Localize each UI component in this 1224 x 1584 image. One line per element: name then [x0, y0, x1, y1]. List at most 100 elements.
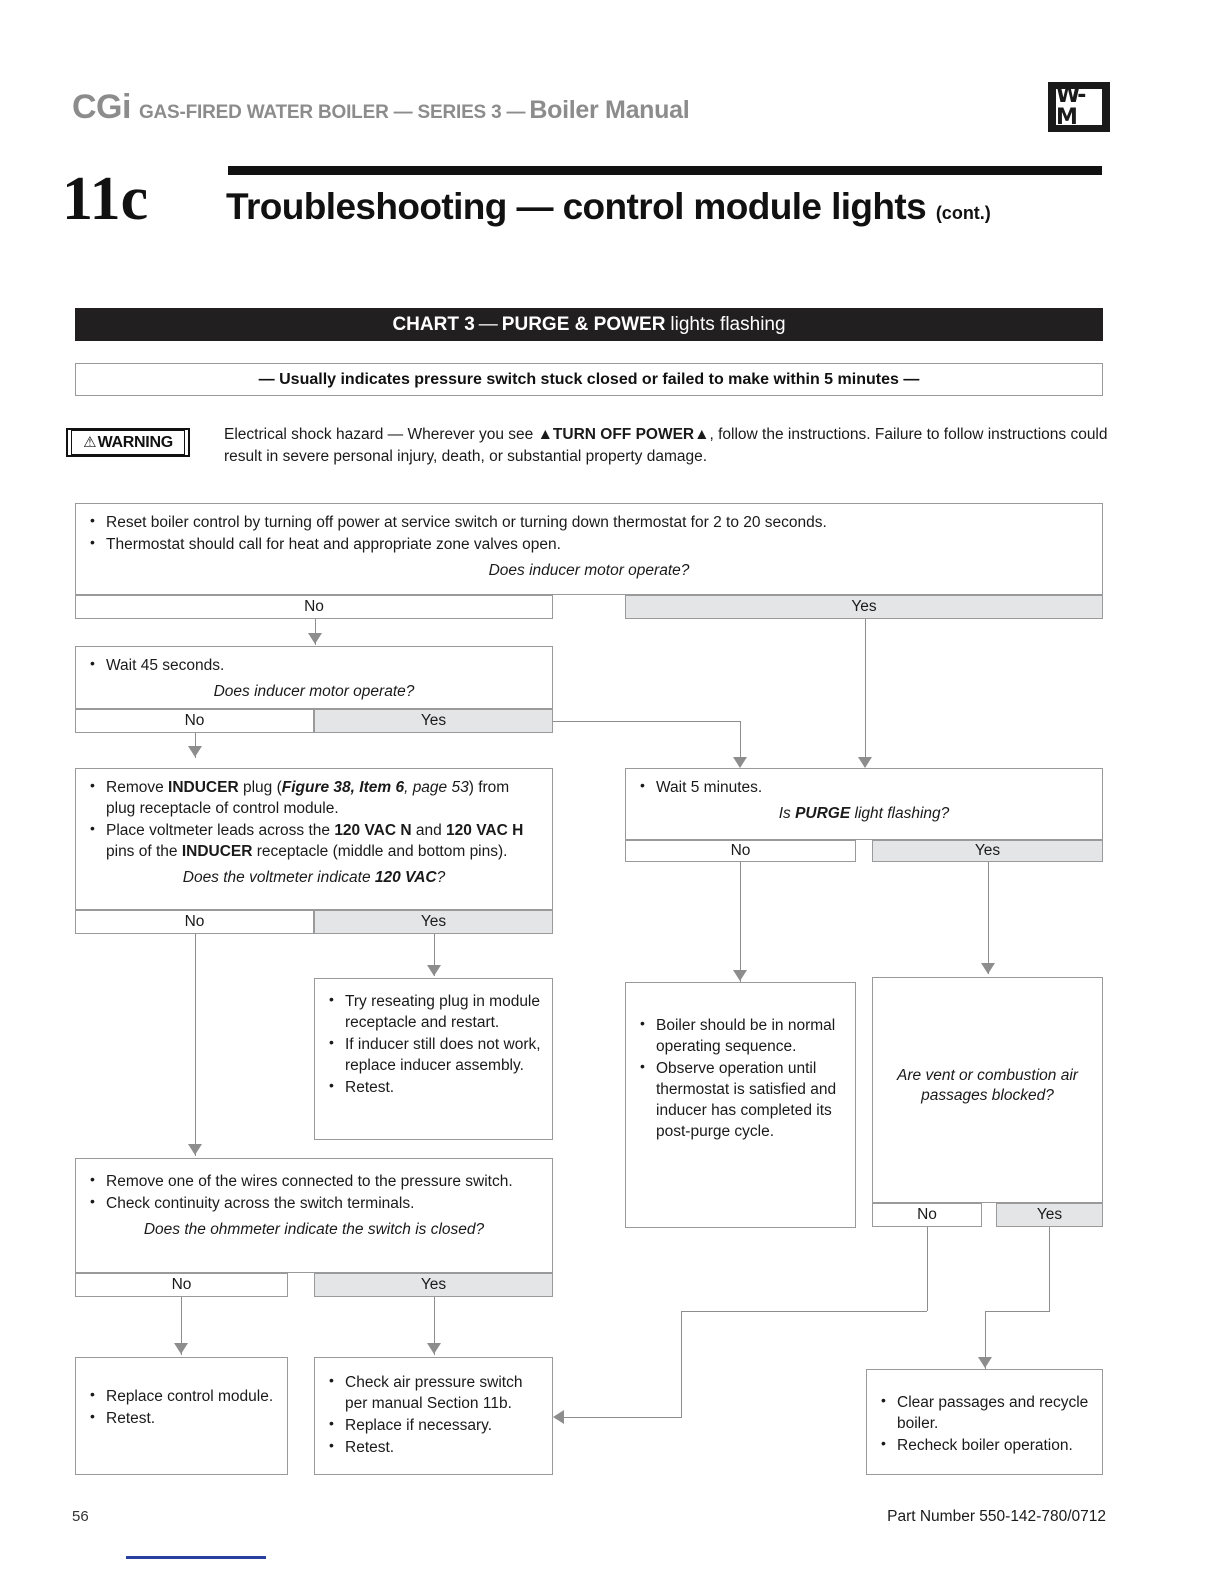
flow-box-4-bullets: Wait 5 minutes.: [636, 776, 1092, 798]
list-item: Retest.: [325, 1436, 542, 1458]
chart-lights: PURGE & POWER: [501, 313, 666, 335]
warning-triangle-icon: ⚠: [83, 434, 97, 451]
flow-box-2-bullets: Wait 45 seconds.: [86, 654, 542, 676]
answer-no-box4[interactable]: No: [625, 840, 856, 862]
answer-yes-box2[interactable]: Yes: [314, 709, 553, 733]
answer-yes-box8[interactable]: Yes: [314, 1273, 553, 1297]
answer-yes-box7[interactable]: Yes: [996, 1203, 1103, 1227]
chart-suffix: lights flashing: [670, 313, 786, 335]
warning-badge-label: WARNING: [97, 433, 174, 451]
answer-yes-box1[interactable]: Yes: [625, 595, 1103, 619]
flow-box-3-bullets: Remove INDUCER plug (Figure 38, Item 6, …: [86, 776, 542, 862]
connector-line: [985, 1311, 1050, 1312]
connector-line: [740, 862, 741, 982]
flow-box-check-air-pressure-switch: Check air pressure switch per manual Sec…: [314, 1357, 553, 1475]
flow-box-wait-5-minutes: Wait 5 minutes. Is PURGE light flashing?: [625, 768, 1103, 840]
warning-badge-inner: ⚠ WARNING: [71, 430, 185, 455]
warning-text-part1: Electrical shock hazard — Wherever you s…: [224, 426, 538, 443]
page-number: 56: [72, 1508, 89, 1525]
logo-text: W-M: [1056, 85, 1102, 129]
answer-yes-box4[interactable]: Yes: [872, 840, 1103, 862]
flow-box-10-bullets: Check air pressure switch per manual Sec…: [325, 1371, 542, 1458]
section-title-text: Troubleshooting — control module lights: [226, 186, 927, 227]
flow-box-8-question: Does the ohmmeter indicate the switch is…: [143, 1221, 485, 1239]
flow-box-inducer-plug-voltmeter: Remove INDUCER plug (Figure 38, Item 6, …: [75, 768, 553, 910]
flow-box-6-bullets: Boiler should be in normal operating seq…: [636, 1014, 845, 1142]
list-item: Remove INDUCER plug (Figure 38, Item 6, …: [86, 776, 542, 819]
warning-text-part2: , follow the instructions. Failure to fo…: [224, 426, 1108, 465]
warning-text-emphasis: ▲TURN OFF POWER▲: [537, 426, 710, 443]
list-item: Check continuity across the switch termi…: [86, 1192, 542, 1214]
connector-arrow: [981, 963, 995, 974]
connector-arrow: [427, 965, 441, 976]
warning-text: Electrical shock hazard — Wherever you s…: [224, 424, 1110, 468]
answer-no-box7[interactable]: No: [872, 1203, 982, 1227]
section-number: 11c: [62, 165, 149, 233]
flow-box-3-question: Does the voltmeter indicate 120 VAC?: [182, 869, 446, 887]
brand-name: CGi: [72, 88, 131, 126]
footer-rule: [126, 1556, 266, 1559]
list-item: Thermostat should call for heat and appr…: [86, 533, 1092, 555]
connector-line: [195, 733, 196, 758]
flow-box-boiler-normal-sequence: Boiler should be in normal operating seq…: [625, 982, 856, 1228]
page-title: Troubleshooting — control module lights …: [226, 186, 991, 228]
page-header: CGi GAS-FIRED WATER BOILER — SERIES 3 —Bo…: [72, 88, 1112, 132]
flow-box-11-bullets: Clear passages and recycle boiler. Reche…: [877, 1391, 1092, 1456]
flow-box-replace-control-module: Replace control module. Retest.: [75, 1357, 288, 1475]
answer-no-box8[interactable]: No: [75, 1273, 288, 1297]
section-title-cont: (cont.): [935, 203, 991, 223]
list-item: Recheck boiler operation.: [877, 1434, 1092, 1456]
connector-line: [434, 1297, 435, 1355]
connector-arrow: [978, 1357, 992, 1368]
connector-arrow: [188, 746, 202, 757]
connector-line: [181, 1297, 182, 1355]
connector-line: [195, 934, 196, 1156]
flow-box-2-question: Does inducer motor operate?: [213, 683, 415, 701]
list-item: Replace control module.: [86, 1385, 277, 1407]
flow-box-pressure-switch-continuity: Remove one of the wires connected to the…: [75, 1158, 553, 1273]
connector-line: [1049, 1227, 1050, 1311]
answer-no-box2[interactable]: No: [75, 709, 314, 733]
list-item: Replace if necessary.: [325, 1414, 542, 1436]
connector-arrow: [427, 1343, 441, 1354]
flow-box-9-bullets: Replace control module. Retest.: [86, 1385, 277, 1429]
list-item: Retest.: [86, 1407, 277, 1429]
section-rule: [228, 166, 1102, 175]
list-item: Try reseating plug in module receptacle …: [325, 990, 542, 1033]
connector-line: [681, 1311, 682, 1417]
connector-line: [315, 619, 316, 645]
list-item: Retest.: [325, 1076, 542, 1098]
list-item: Boiler should be in normal operating seq…: [636, 1014, 845, 1057]
list-item: Check air pressure switch per manual Sec…: [325, 1371, 542, 1414]
flow-box-5-bullets: Try reseating plug in module receptacle …: [325, 990, 542, 1098]
connector-line: [988, 862, 989, 974]
connector-arrow: [858, 757, 872, 768]
connector-line: [740, 721, 741, 767]
flow-box-1-question: Does inducer motor operate?: [488, 562, 690, 580]
flow-box-8-bullets: Remove one of the wires connected to the…: [86, 1170, 542, 1214]
list-item: Wait 5 minutes.: [636, 776, 1092, 798]
list-item: If inducer still does not work, replace …: [325, 1033, 542, 1076]
list-item: Wait 45 seconds.: [86, 654, 542, 676]
flow-box-vent-passages-blocked: Are vent or combustion air passages bloc…: [872, 977, 1103, 1203]
chart-subtitle: — Usually indicates pressure switch stuc…: [75, 363, 1103, 396]
header-subtitle: GAS-FIRED WATER BOILER — SERIES 3 —: [138, 102, 526, 123]
connector-line: [985, 1311, 986, 1369]
chart-label: CHART 3: [392, 313, 475, 335]
connector-arrow: [553, 1410, 564, 1424]
part-number: Part Number 550-142-780/0712: [887, 1508, 1106, 1525]
answer-no-box1[interactable]: No: [75, 595, 553, 619]
header-manual-label: Boiler Manual: [529, 96, 690, 124]
answer-no-box3[interactable]: No: [75, 910, 314, 934]
connector-arrow: [733, 757, 747, 768]
flow-box-reset-boiler: Reset boiler control by turning off powe…: [75, 503, 1103, 595]
flow-box-try-reseating-plug: Try reseating plug in module receptacle …: [314, 978, 553, 1140]
connector-arrow: [188, 1144, 202, 1155]
list-item: Clear passages and recycle boiler.: [877, 1391, 1092, 1434]
answer-yes-box3[interactable]: Yes: [314, 910, 553, 934]
list-item: Remove one of the wires connected to the…: [86, 1170, 542, 1192]
chart-dash: —: [478, 313, 498, 335]
flow-box-1-bullets: Reset boiler control by turning off powe…: [86, 511, 1092, 555]
list-item: Observe operation until thermostat is sa…: [636, 1057, 845, 1142]
